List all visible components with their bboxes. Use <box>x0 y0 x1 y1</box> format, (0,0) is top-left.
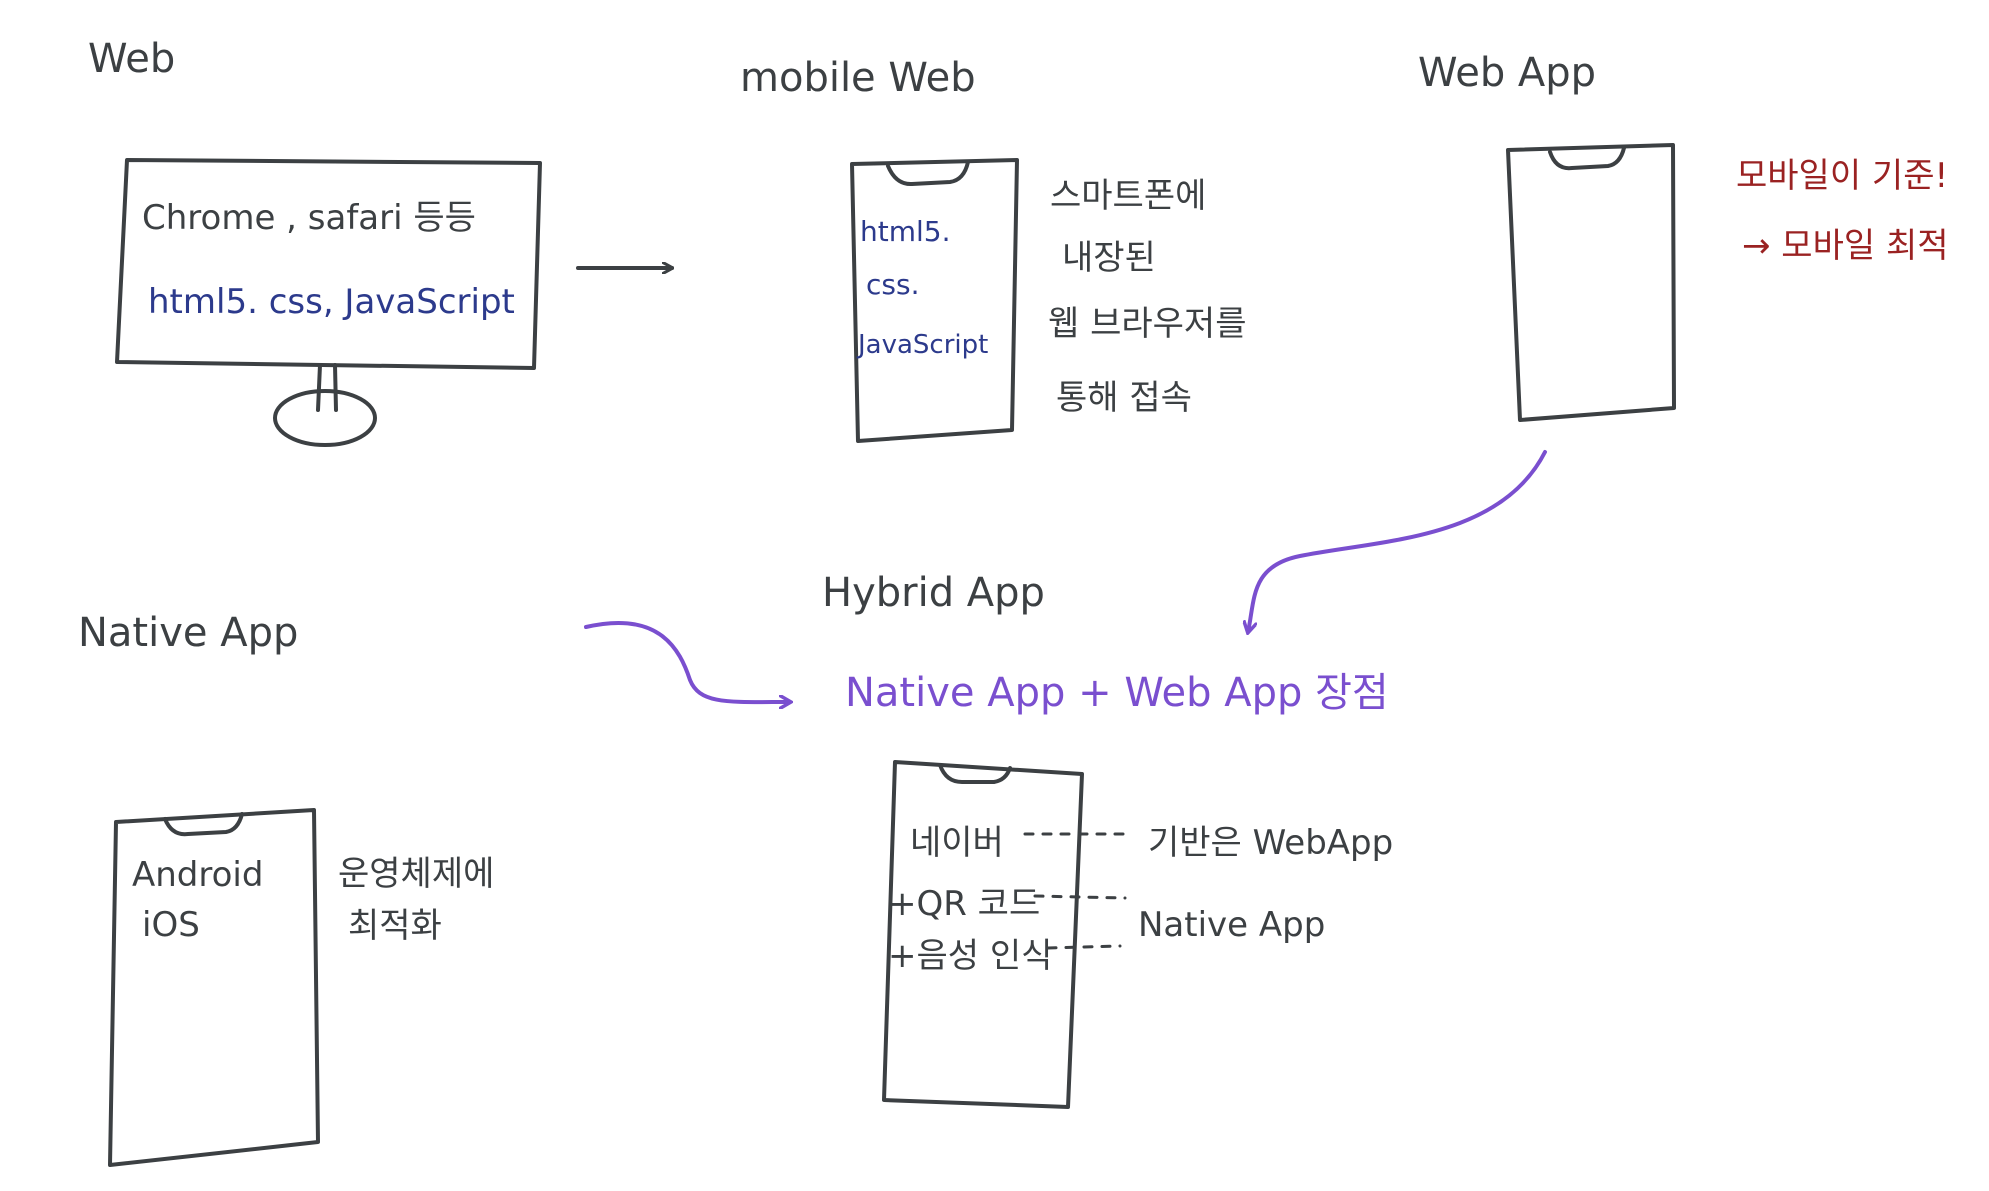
smartphone-icon <box>1506 143 1676 422</box>
native-app-note-line-2: 최적화 <box>348 906 442 946</box>
monitor-screen <box>115 158 542 370</box>
mobile-web-tech-line-3: JavaScript <box>858 330 989 360</box>
mobile-web-note-line-4: 통해 접속 <box>1056 378 1192 418</box>
monitor-stand <box>316 363 338 412</box>
hybrid-annotation-webapp: 기반은 WebApp <box>1148 823 1394 863</box>
connector-qr <box>1033 894 1127 900</box>
smartphone-icon <box>882 760 1084 1109</box>
mobile-web-tech-line-2: css. <box>866 268 920 301</box>
native-app-platform-line-2: iOS <box>142 905 200 945</box>
hybrid-app-phone-notch <box>938 763 1012 784</box>
web-title: Web <box>88 36 176 82</box>
hybrid-example-line-3: +음성 인식 <box>888 936 1053 976</box>
hybrid-app-formula: Native App + Web App 장점 <box>845 670 1389 716</box>
mobile-web-note-line-1: 스마트폰에 <box>1050 176 1207 216</box>
web-app-note-line-1: 모바일이 기준! <box>1736 156 1949 196</box>
web-app-phone-notch <box>1548 146 1626 171</box>
native-app-phone-notch <box>163 812 244 837</box>
native-app-note-line-1: 운영체제에 <box>338 854 495 894</box>
mobile-web-phone-notch <box>886 160 970 187</box>
web-app-phone-frame <box>1506 143 1676 422</box>
web-app-title: Web App <box>1418 50 1597 96</box>
monitor-icon <box>115 158 542 447</box>
smartphone-icon <box>108 808 320 1167</box>
native-app-title: Native App <box>78 610 299 656</box>
hybrid-example-line-1: 네이버 <box>910 823 1004 863</box>
arrow-native-to-hybrid <box>584 620 790 702</box>
mobile-web-tech-line-1: html5. <box>860 215 951 248</box>
hybrid-annotation-native: Native App <box>1138 905 1326 945</box>
hybrid-app-phone-frame <box>882 760 1084 1109</box>
web-app-note-line-2: → 모바일 최적 <box>1742 226 1949 266</box>
web-tech-text: html5. css, JavaScript <box>148 282 515 322</box>
hybrid-annotation-connectors <box>1023 832 1127 950</box>
native-app-phone-frame <box>108 808 320 1167</box>
hybrid-example-line-2: +QR 코드 <box>888 884 1041 924</box>
monitor-base <box>273 389 377 447</box>
smartphone-icon <box>850 158 1019 443</box>
mobile-web-note-line-3: 웹 브라우저를 <box>1048 304 1247 344</box>
mobile-web-note-line-2: 내장된 <box>1062 238 1156 278</box>
arrow-web-app-to-hybrid <box>1248 450 1547 632</box>
mobile-web-title: mobile Web <box>740 55 976 101</box>
web-browsers-text: Chrome , safari 등등 <box>142 198 476 238</box>
connector-voice <box>1046 944 1122 950</box>
mobile-web-phone-frame <box>850 158 1019 443</box>
hybrid-app-title: Hybrid App <box>822 570 1045 616</box>
native-app-platform-line-1: Android <box>132 855 264 895</box>
